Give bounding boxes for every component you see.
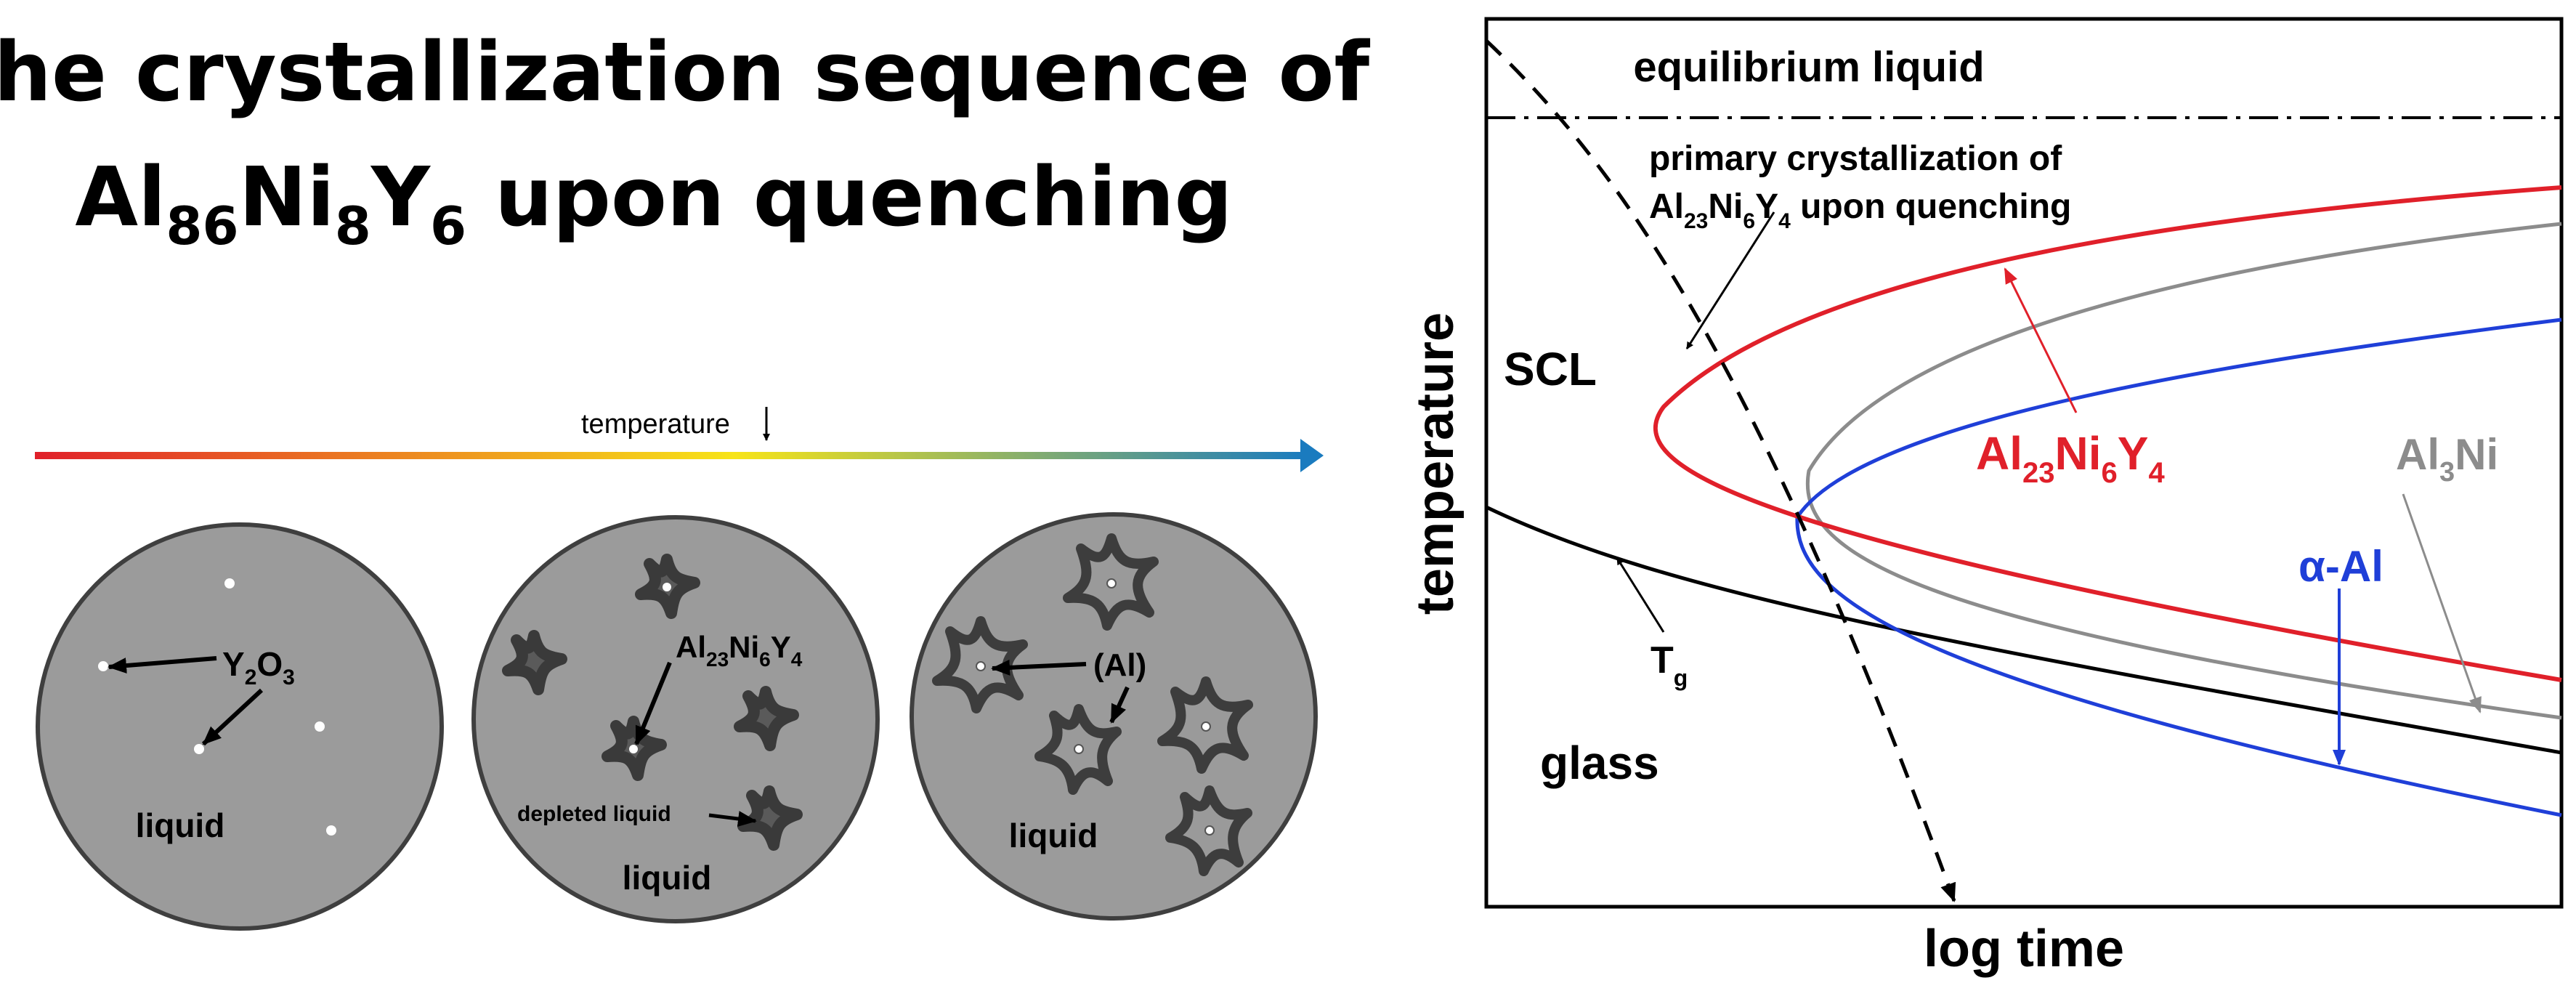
alpha-al-curve-label: α-Al — [2298, 542, 2383, 591]
al23ni6y4-arrow — [2004, 267, 2078, 413]
circle-stage-2 — [471, 515, 880, 923]
al-arrow-2 — [1109, 686, 1130, 724]
al23ni6y4-curve — [1653, 185, 2562, 682]
tg-arrow — [1616, 557, 1665, 633]
depleted-liquid-arrow — [708, 811, 757, 827]
title-line1: The crystallization sequence of — [0, 25, 1370, 120]
x-axis-label: log time — [1924, 920, 2124, 978]
ttt-diagram — [1484, 17, 2564, 909]
al-label: (Al) — [1093, 647, 1146, 683]
title-line2: Al86Ni8Y6 upon quenching — [75, 150, 1232, 256]
depleted-liquid-label: depleted liquid — [517, 802, 671, 826]
y-axis-label: temperature — [1406, 312, 1465, 615]
al3ni-curve — [1805, 222, 2562, 720]
temperature-gradient-arrow — [35, 439, 1324, 472]
y2o3-arrow-1 — [108, 656, 217, 674]
glass-label: glass — [1540, 737, 1659, 789]
temperature-label: temperature — [581, 409, 730, 440]
al-arrow-1 — [991, 659, 1087, 676]
al23ni6y4-arrow-circle — [634, 661, 672, 745]
tg-curve — [1485, 505, 2562, 755]
alpha-al-curve — [1795, 317, 2562, 817]
liquid-label-1: liquid — [136, 806, 225, 844]
scl-label: SCL — [1504, 343, 1597, 395]
al3ni-curve-label: Al3Ni — [2396, 430, 2498, 488]
al3ni-arrow — [2402, 493, 2482, 713]
al23ni6y4-label-circle: Al23Ni6Y4 — [676, 630, 803, 671]
y2o3-arrow-2 — [201, 688, 264, 746]
quench-path — [1485, 39, 1956, 902]
primary-line1: primary crystallization of — [1649, 139, 2062, 178]
y2o3-label: Y2O3 — [222, 645, 295, 689]
primary-arrow — [1685, 211, 1775, 349]
ttt-frame — [1484, 17, 2564, 909]
liquid-label-2: liquid — [623, 859, 712, 897]
tg-label: Tg — [1650, 639, 1688, 691]
liquid-label-3: liquid — [1009, 817, 1098, 854]
al23ni6y4-curve-label: Al23Ni6Y4 — [1976, 427, 2165, 489]
primary-line2: Al23Ni6Y4 upon quenching — [1649, 187, 2071, 233]
circle-stage-1 — [36, 522, 444, 931]
equilibrium-liquid-label: equilibrium liquid — [1633, 44, 1984, 91]
